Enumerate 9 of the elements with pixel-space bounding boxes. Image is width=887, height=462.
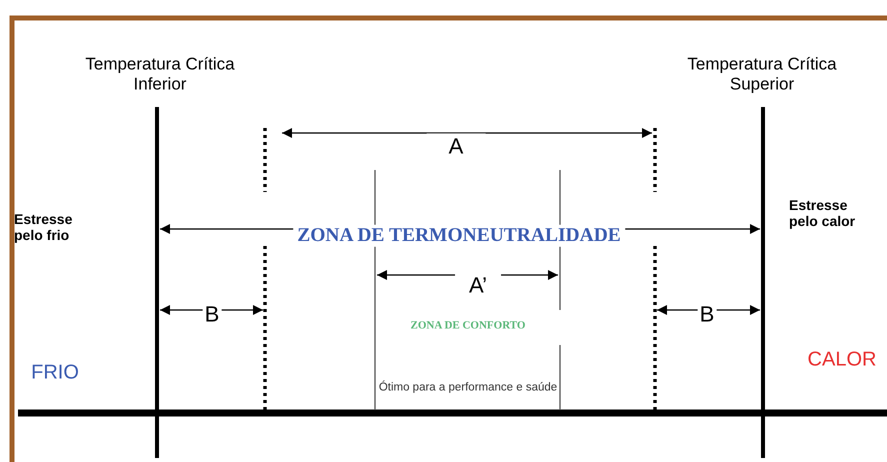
note-text: Ótimo para a performance e saúde <box>378 381 558 395</box>
zone-label: ZONA DE TERMONEUTRALIDADE <box>293 224 625 248</box>
critical-temperature-label: Temperatura Crítica Inferior <box>84 54 236 94</box>
side-label: Estresse pelo frio <box>14 210 74 244</box>
zone-label: ZONA DE CONFORTO <box>410 320 526 332</box>
heat-label: CALOR <box>808 348 876 372</box>
cold-label: FRIO <box>31 362 79 384</box>
critical-temperature-label: Temperatura Crítica Superior <box>686 54 838 94</box>
side-label: Estresse pelo calor <box>789 196 856 230</box>
